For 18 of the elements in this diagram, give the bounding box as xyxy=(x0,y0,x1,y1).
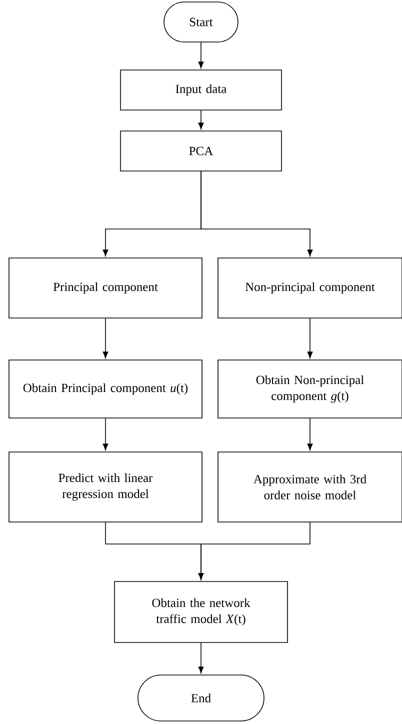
arrow xyxy=(198,110,204,130)
arrow xyxy=(102,318,108,358)
process-box: Obtain Non-principal component g(t) xyxy=(218,360,402,418)
process-box: Predict with linear regression model xyxy=(8,452,202,522)
process-box: Principal component xyxy=(8,258,202,318)
process-box: Obtain the network traffic model X(t) xyxy=(114,581,288,643)
process-box: Non-principal component xyxy=(218,258,402,318)
process-box: PCA xyxy=(120,130,282,172)
arrow xyxy=(307,418,313,450)
arrow xyxy=(200,171,313,256)
arrow xyxy=(102,418,108,450)
process-box: Obtain Principal component u(t) xyxy=(8,360,202,418)
arrow xyxy=(198,642,204,674)
process-box: Approximate with 3rd order noise model xyxy=(218,452,402,522)
arrow xyxy=(198,522,310,580)
process-box: Input data xyxy=(120,70,282,110)
arrow xyxy=(307,318,313,358)
arrow xyxy=(198,42,204,68)
